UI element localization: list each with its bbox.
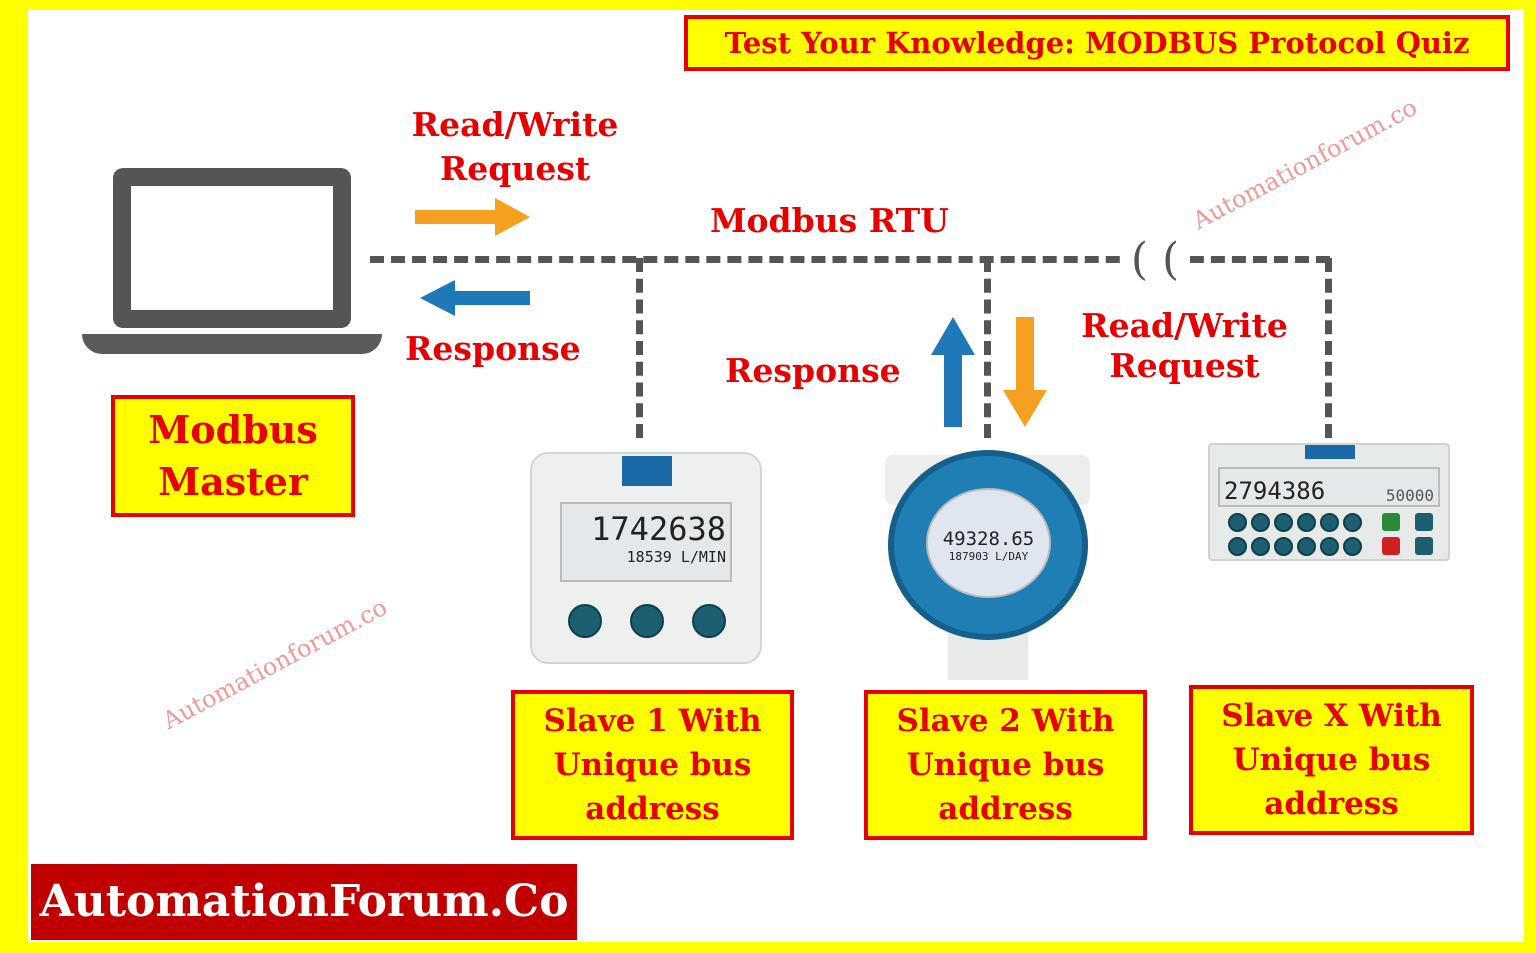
keypad-button bbox=[1320, 537, 1339, 556]
keypad-button bbox=[1343, 537, 1362, 556]
keypad-function-button bbox=[1382, 513, 1400, 531]
response-label-left: Response bbox=[405, 329, 581, 368]
slave1-line1: Slave 1 With bbox=[543, 703, 762, 739]
keypad-button bbox=[1343, 513, 1362, 532]
brand-badge bbox=[622, 456, 672, 486]
slave1-box: Slave 1 With Unique bus address bbox=[511, 690, 794, 840]
slaveX-device: 2794386 50000 bbox=[1208, 443, 1450, 561]
slaveX-setpoint: 50000 bbox=[1385, 486, 1434, 505]
slaveX-line2: Unique bus bbox=[1232, 742, 1431, 778]
slaveX-display: 2794386 50000 bbox=[1218, 467, 1440, 507]
keypad-button bbox=[1251, 537, 1270, 556]
slave1-device: 1742638 18539 L/MIN bbox=[530, 452, 762, 664]
slave2-line1: Slave 2 With bbox=[896, 703, 1115, 739]
arrow-right-orange-icon bbox=[415, 198, 530, 236]
keypad-button bbox=[1228, 513, 1247, 532]
slaveX-reading: 2794386 bbox=[1224, 477, 1326, 505]
slave2-rate: 187903 L/DAY bbox=[948, 550, 1029, 563]
keypad-button bbox=[1297, 537, 1316, 556]
slave1-reading: 1742638 bbox=[591, 510, 726, 548]
slave2-reading: 49328.65 bbox=[942, 528, 1035, 550]
title: Test Your Knowledge: MODBUS Protocol Qui… bbox=[724, 26, 1470, 60]
bus-label: Modbus RTU bbox=[710, 201, 949, 240]
request-label-right: Read/Write Request bbox=[1081, 306, 1288, 385]
response-label-mid: Response bbox=[725, 351, 901, 390]
arrow-left-blue-icon bbox=[420, 280, 530, 316]
keypad-button bbox=[1274, 537, 1293, 556]
slave2-device: 49328.65 187903 L/DAY bbox=[888, 450, 1088, 640]
slaveX-line1: Slave X With bbox=[1221, 698, 1442, 734]
drop-slave2 bbox=[984, 258, 991, 438]
keypad-button bbox=[1274, 513, 1293, 532]
slave1-button bbox=[692, 604, 726, 638]
keypad-button bbox=[1320, 513, 1339, 532]
slave1-line3: address bbox=[585, 791, 720, 827]
arrow-down-orange-icon bbox=[1003, 317, 1047, 427]
slaveX-box: Slave X With Unique bus address bbox=[1189, 685, 1474, 835]
keypad-button bbox=[1228, 537, 1247, 556]
laptop-icon bbox=[113, 168, 351, 328]
slave1-button bbox=[568, 604, 602, 638]
master-box: Modbus Master bbox=[111, 395, 355, 517]
drop-slaveX bbox=[1325, 258, 1332, 438]
keypad-function-button bbox=[1415, 537, 1433, 555]
slave1-button bbox=[630, 604, 664, 638]
master-line2: Master bbox=[158, 459, 308, 504]
drop-slave1 bbox=[636, 258, 643, 438]
keypad-button bbox=[1297, 513, 1316, 532]
slave2-line3: address bbox=[938, 791, 1073, 827]
break-mark: ( ( bbox=[1120, 235, 1190, 285]
slave1-line2: Unique bus bbox=[553, 747, 752, 783]
brand-banner: AutomationForum.Co bbox=[31, 864, 577, 940]
slave1-rate: 18539 L/MIN bbox=[626, 548, 726, 566]
laptop-base bbox=[82, 334, 382, 354]
brand-badge bbox=[1305, 445, 1355, 459]
slaveX-line3: address bbox=[1264, 786, 1399, 822]
request-label-top: Read/Write Request bbox=[411, 105, 619, 188]
keypad-button bbox=[1251, 513, 1270, 532]
slave1-display: 1742638 18539 L/MIN bbox=[560, 502, 732, 582]
slave2-line2: Unique bus bbox=[906, 747, 1105, 783]
slave2-box: Slave 2 With Unique bus address bbox=[864, 690, 1147, 840]
title-box: Test Your Knowledge: MODBUS Protocol Qui… bbox=[684, 15, 1510, 71]
slave2-display: 49328.65 187903 L/DAY bbox=[926, 488, 1051, 598]
keypad-function-button bbox=[1382, 537, 1400, 555]
bus-line bbox=[370, 256, 1330, 263]
arrow-up-blue-icon bbox=[931, 317, 975, 427]
keypad-function-button bbox=[1415, 513, 1433, 531]
master-line1: Modbus bbox=[148, 407, 318, 452]
brand-logo-text: AutomationForum.Co bbox=[39, 876, 569, 927]
